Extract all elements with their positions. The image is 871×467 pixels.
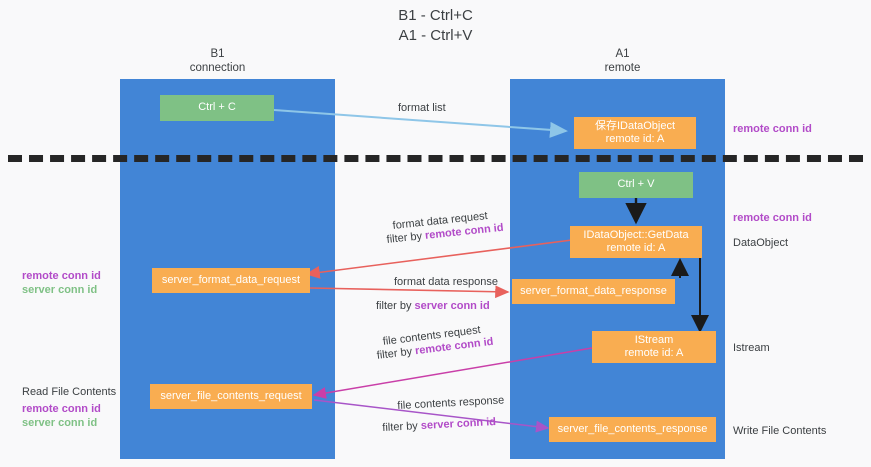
annotation-left-remote-conn-id-mid: remote conn id <box>22 270 101 282</box>
lane-header-b1-name: B1 <box>210 48 225 60</box>
arrow-format-data-response <box>309 285 510 299</box>
box-istream[interactable]: IStream remote id: A <box>592 331 716 363</box>
box-istream-line2: remote id: A <box>624 347 684 359</box>
lane-header-b1-role: connection <box>189 62 246 74</box>
box-server-file-contents-response-label: server_file_contents_response <box>557 422 708 435</box>
box-store-idataobject-line1: 保存IDataObject <box>594 119 676 132</box>
box-store-idataobject[interactable]: 保存IDataObject remote id: A <box>574 117 696 149</box>
box-ctrl-v-label: Ctrl + V <box>617 178 655 191</box>
filter-prefix-4: filter by <box>382 419 422 434</box>
title-line-1: B1 - Ctrl+C <box>398 7 473 24</box>
annotation-remote-conn-id-top: remote conn id <box>733 123 812 135</box>
lane-header-a1-name: A1 <box>615 48 630 60</box>
title-line-2: A1 - Ctrl+V <box>398 27 473 44</box>
arrow-format-data-request <box>305 239 573 279</box>
box-getdata-line2: remote id: A <box>606 242 666 254</box>
annotation-left-server-conn-id-bot: server conn id <box>22 417 98 429</box>
box-getdata[interactable]: IDataObject::GetData remote id: A <box>570 226 702 258</box>
arrow-file-contents-response <box>313 399 550 433</box>
annotation-left-server-conn-id-mid: server conn id <box>22 284 98 296</box>
box-server-file-contents-request[interactable]: server_file_contents_request <box>150 384 312 409</box>
lane-header-a1: A1 remote <box>560 47 685 75</box>
annotation-remote-conn-id-mid: remote conn id <box>733 212 812 224</box>
arrow-file-contents-request <box>312 347 593 399</box>
box-server-file-contents-request-label: server_file_contents_request <box>160 389 302 402</box>
filter-key-server-conn-id-1: server conn id <box>414 300 490 312</box>
box-getdata-line1: IDataObject::GetData <box>583 228 689 241</box>
box-server-format-data-response[interactable]: server_format_data_response <box>512 279 675 304</box>
box-ctrl-v[interactable]: Ctrl + V <box>579 172 693 198</box>
annotation-dataobject: DataObject <box>733 237 789 249</box>
phase-separator <box>8 155 863 162</box>
box-server-file-contents-response[interactable]: server_file_contents_response <box>549 417 716 442</box>
edge-label-format-data-response-filter: filter by server conn id <box>376 299 490 313</box>
edge-label-format-list: format list <box>398 102 446 114</box>
annotation-read-file-contents: Read File Contents <box>22 386 117 398</box>
box-istream-line1: IStream <box>634 333 674 346</box>
filter-prefix-2: filter by <box>376 300 415 312</box>
box-server-format-data-request[interactable]: server_format_data_request <box>152 268 310 293</box>
arrow-format-list <box>273 109 568 138</box>
annotation-write-file-contents: Write File Contents <box>733 425 827 437</box>
lane-header-b1: B1 connection <box>155 47 280 75</box>
annotation-istream: Istream <box>733 342 770 354</box>
diagram-title: B1 - Ctrl+C A1 - Ctrl+V <box>0 6 871 46</box>
filter-prefix-1: filter by <box>386 229 426 246</box>
box-ctrl-c[interactable]: Ctrl + C <box>160 95 274 121</box>
edge-label-format-data-response: format data response <box>394 276 498 288</box>
annotation-left-remote-conn-id-bot: remote conn id <box>22 403 101 415</box>
lane-header-a1-role: remote <box>604 62 641 74</box>
box-server-format-data-request-label: server_format_data_request <box>161 273 301 286</box>
box-ctrl-c-label: Ctrl + C <box>198 101 236 114</box>
box-store-idataobject-line2: remote id: A <box>605 133 665 145</box>
filter-key-server-conn-id-2: server conn id <box>420 416 497 432</box>
box-server-format-data-response-label: server_format_data_response <box>520 284 667 297</box>
